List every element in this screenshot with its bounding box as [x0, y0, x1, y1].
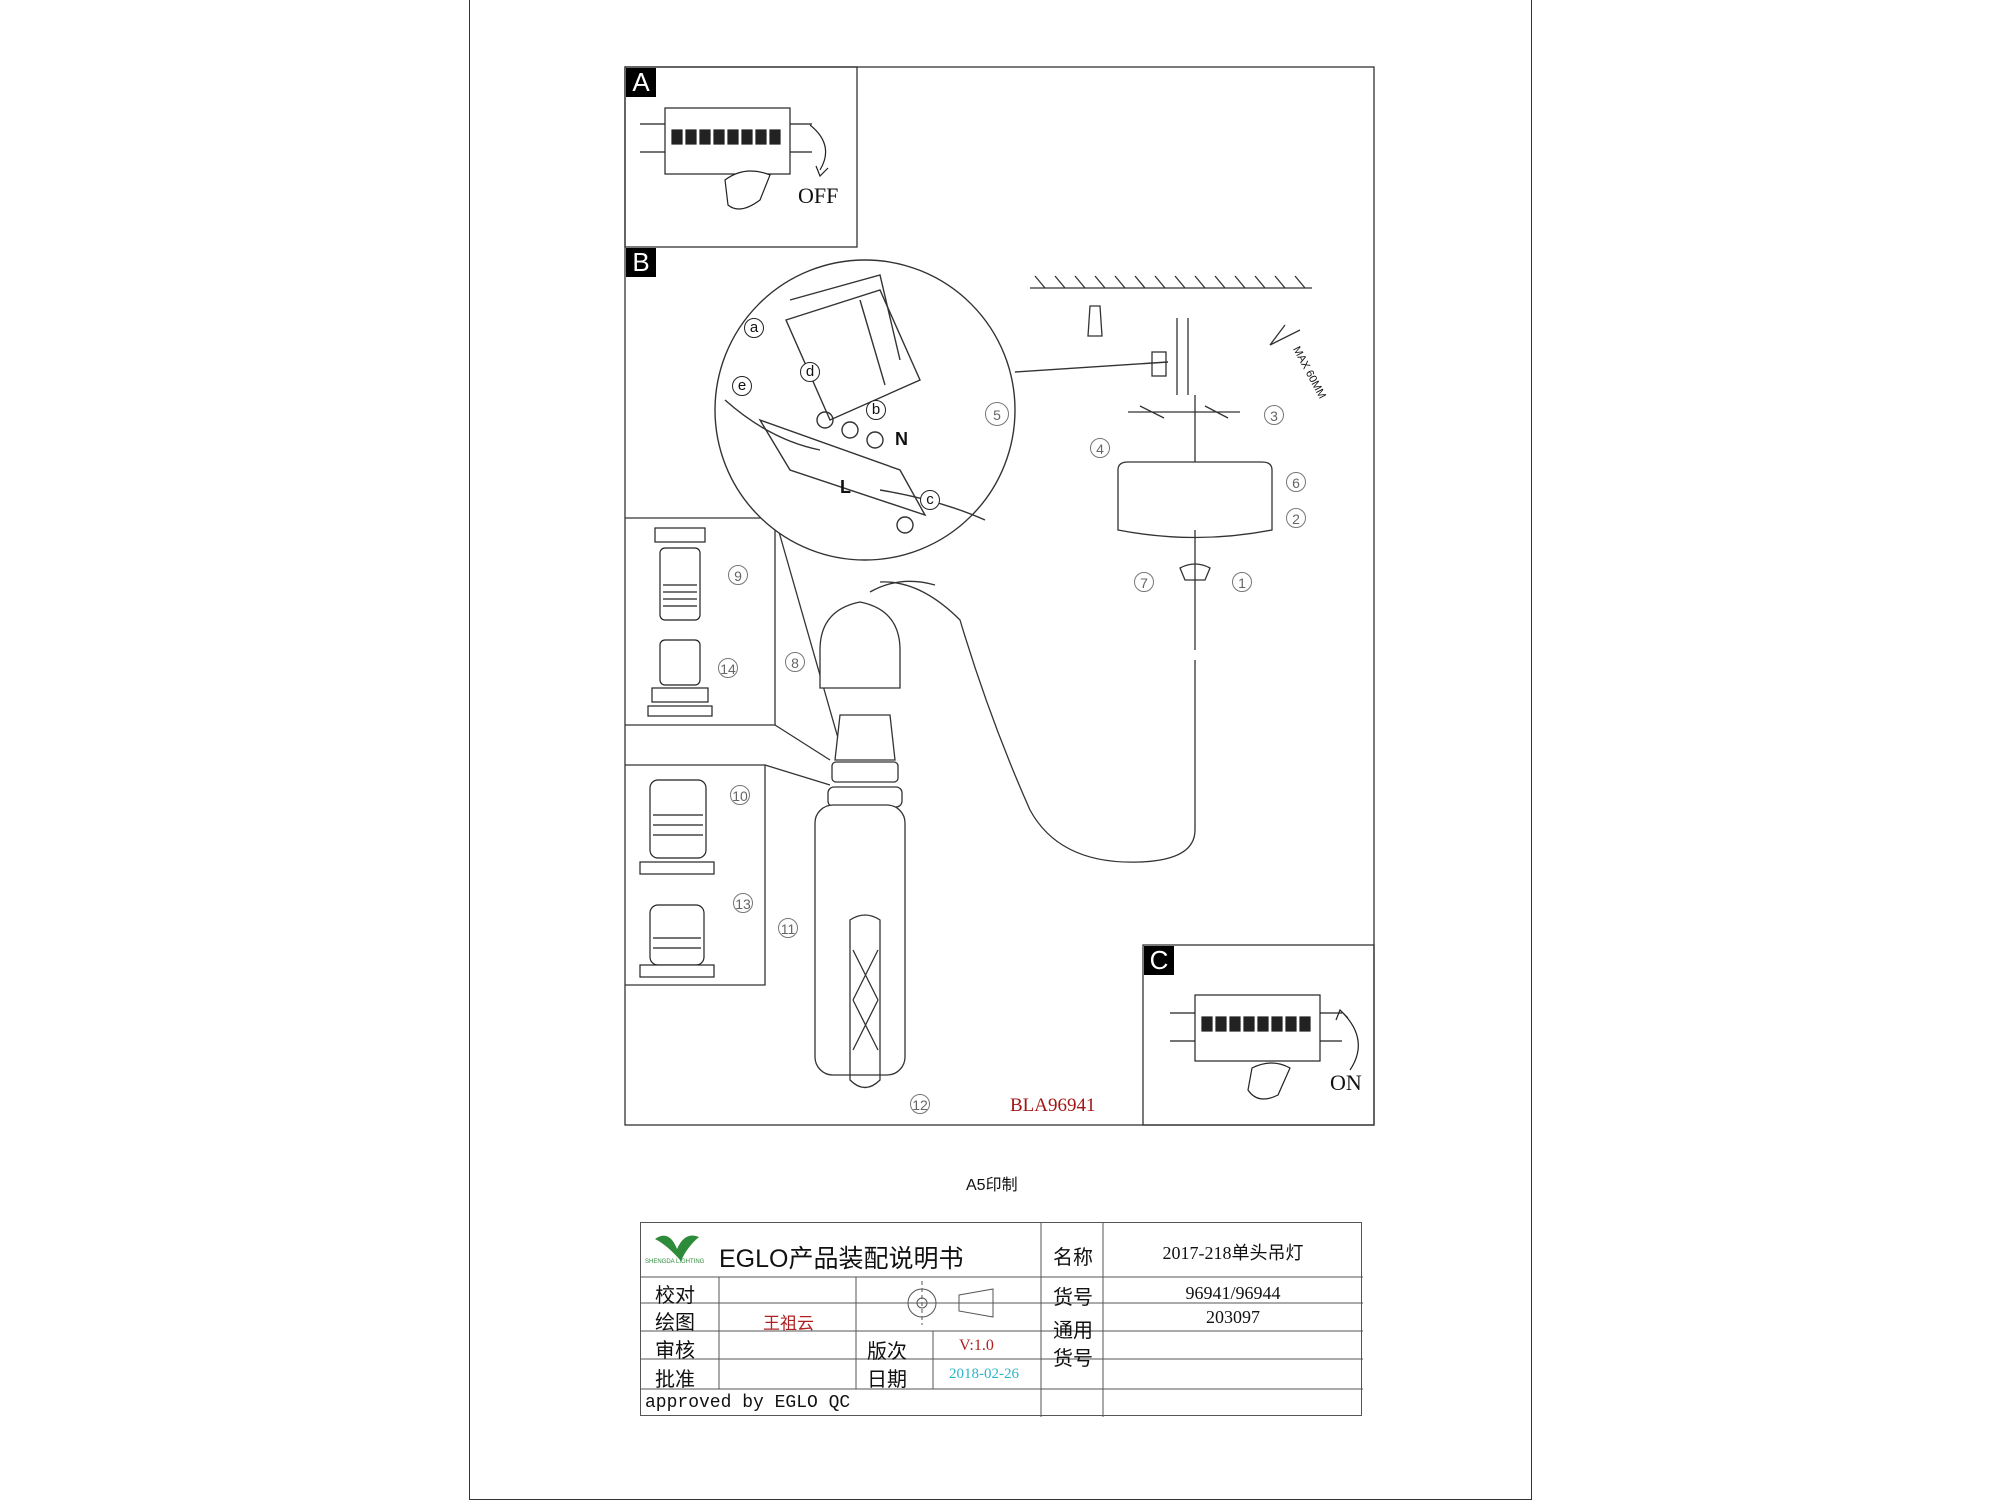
step-2: 2 — [1286, 508, 1306, 528]
lamp-parts — [814, 580, 936, 1089]
check-label: 校对 — [655, 1285, 695, 1307]
lamp-holder — [834, 714, 896, 761]
panel-b-tag: B — [626, 248, 656, 277]
doc-title: EGLO产品装配说明书 — [719, 1245, 964, 1273]
common-item-no-label: 通用货号 — [1053, 1320, 1093, 1370]
name-label: 名称 — [1053, 1247, 1093, 1269]
ceiling-mount — [879, 275, 1312, 863]
step-10: 10 — [730, 785, 750, 805]
step-5: 5 — [985, 402, 1009, 426]
draw-label: 绘图 — [655, 1312, 695, 1334]
step-9: 9 — [728, 565, 748, 585]
logo-icon — [655, 1235, 699, 1261]
date-label: 日期 — [867, 1369, 907, 1391]
date-value: 2018-02-26 — [949, 1366, 1019, 1382]
panel-a-box — [624, 66, 858, 248]
step-8: 8 — [785, 652, 805, 672]
version-label: 版次 — [867, 1341, 907, 1363]
on-label: ON — [1330, 1070, 1362, 1095]
step-14: 14 — [718, 658, 738, 678]
print-note: A5印制 — [966, 1177, 1018, 1194]
item-no-value: 96941/96944 — [1185, 1283, 1281, 1303]
step-1: 1 — [1232, 572, 1252, 592]
inset-box-top — [625, 517, 776, 726]
panel-a-breaker — [640, 107, 829, 210]
off-label: OFF — [798, 183, 839, 208]
callout-b: b — [866, 400, 886, 420]
version-value: V:1.0 — [959, 1337, 994, 1354]
panel-c-tag: C — [1144, 946, 1174, 975]
common-item-no-value: 203097 — [1206, 1307, 1260, 1327]
review-label: 审核 — [655, 1340, 695, 1362]
step-3: 3 — [1264, 405, 1284, 425]
terminal-n: N — [895, 429, 908, 449]
inset-box-bottom — [625, 764, 766, 986]
step-13: 13 — [733, 893, 753, 913]
terminal-detail — [714, 259, 1169, 561]
callout-a: a — [744, 318, 764, 338]
callout-e: e — [732, 376, 752, 396]
step-12: 12 — [910, 1094, 930, 1114]
panel-a-tag: A — [626, 68, 656, 97]
product-name: 2017-218单头吊灯 — [1162, 1243, 1304, 1263]
inset-holders — [639, 527, 715, 978]
logo-text: SHENGDA LIGHTING — [645, 1259, 705, 1265]
item-no-label: 货号 — [1053, 1287, 1093, 1309]
step-6: 6 — [1286, 472, 1306, 492]
approve-label: 批准 — [655, 1369, 695, 1391]
glass-shade — [814, 804, 906, 1076]
model-code: BLA96941 — [1010, 1095, 1096, 1116]
step-4: 4 — [1090, 438, 1110, 458]
step-11: 11 — [778, 918, 798, 938]
approved-by: approved by EGLO QC — [645, 1393, 851, 1413]
terminal-l: L — [840, 477, 851, 497]
drawing-frame — [624, 66, 1375, 1126]
callout-d: d — [800, 362, 820, 382]
panel-c-box — [1142, 944, 1375, 1126]
cord-cup — [819, 601, 901, 689]
step-7: 7 — [1134, 572, 1154, 592]
title-block: SHENGDA LIGHTING EGLO产品装配说明书 校对 绘图 审核 批准… — [640, 1222, 1363, 1417]
drafter-value: 王祖云 — [763, 1314, 814, 1333]
panel-c-breaker — [1170, 994, 1359, 1100]
callout-c: c — [920, 490, 940, 510]
